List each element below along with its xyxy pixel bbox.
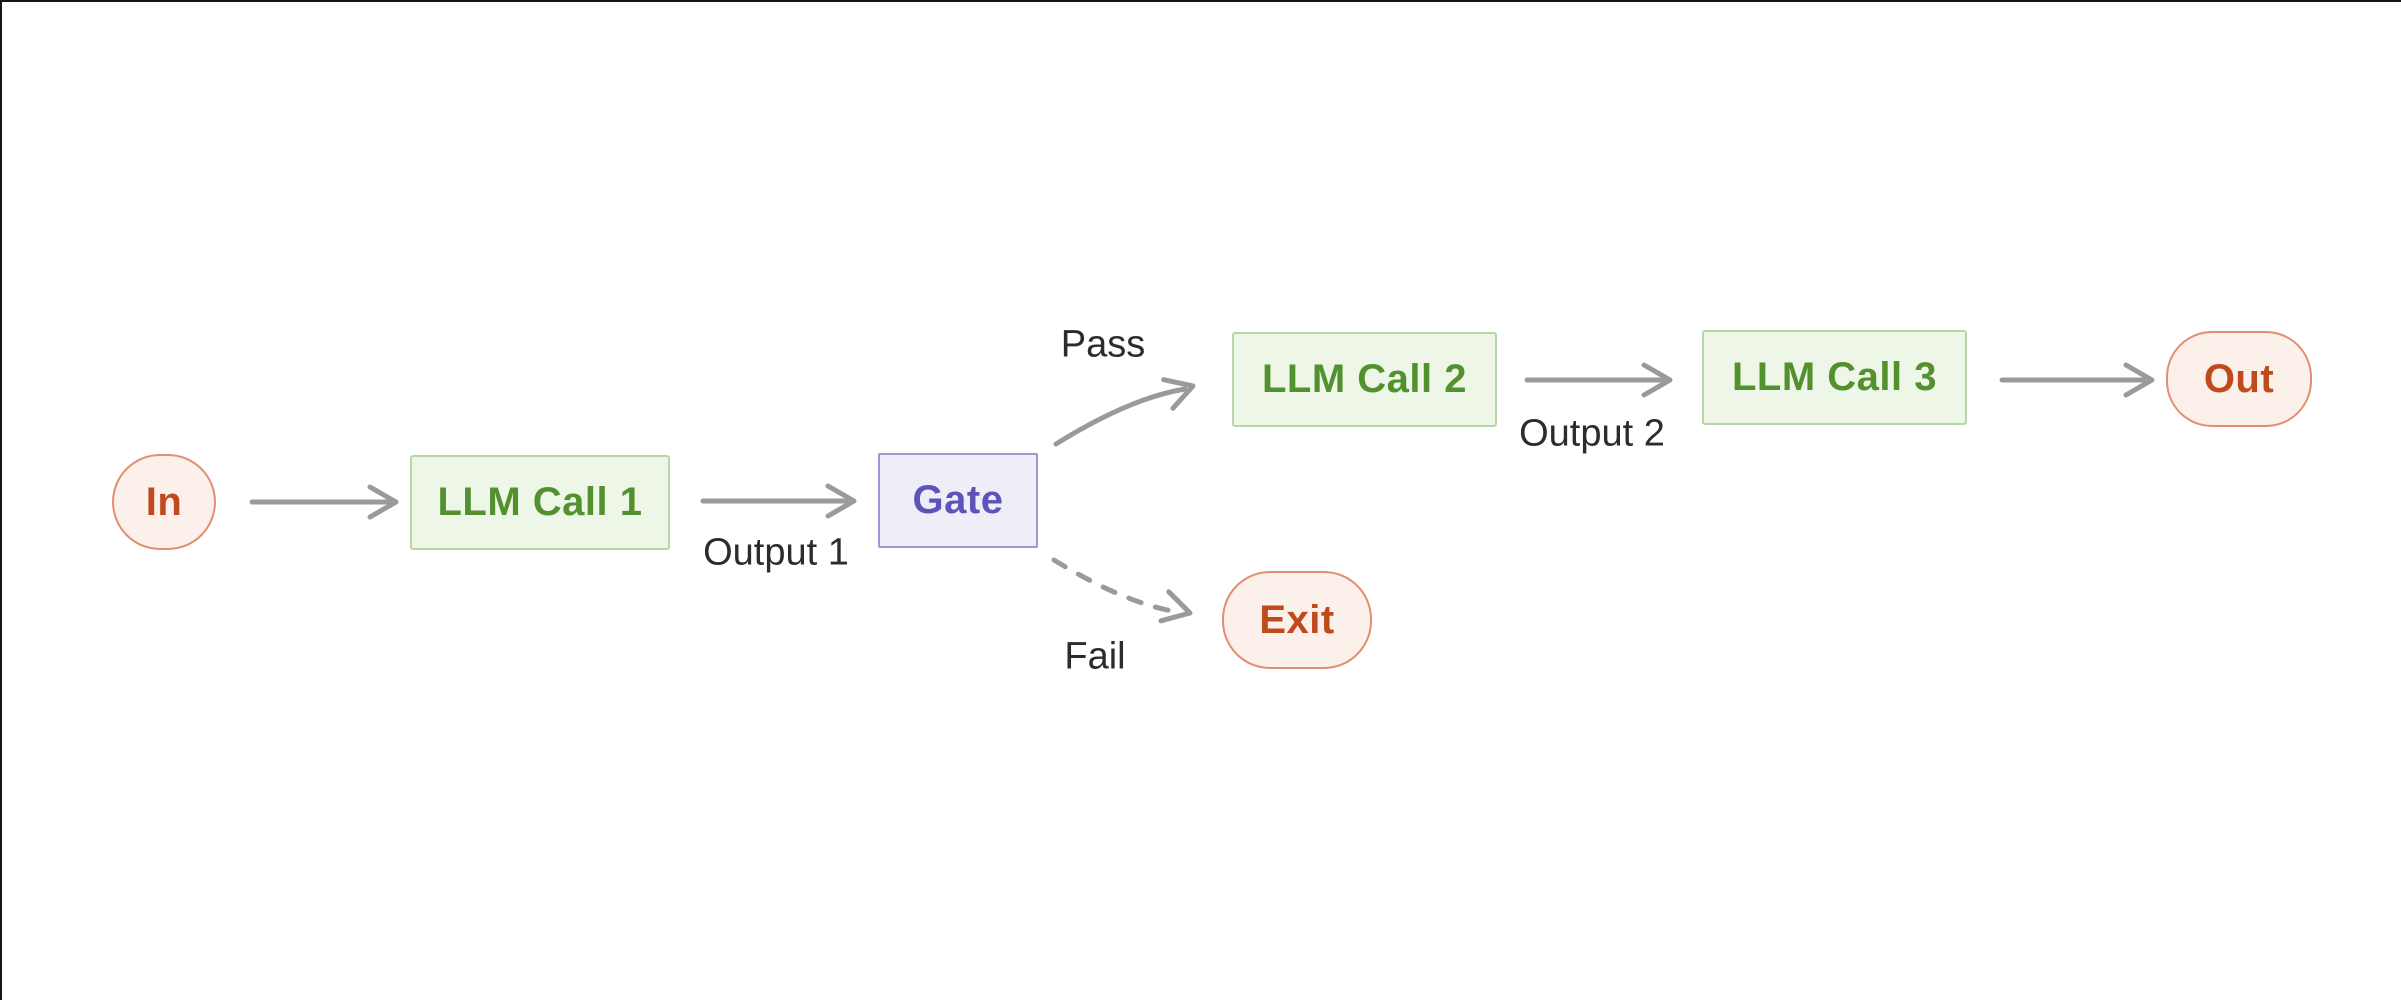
node-llm-call-3: LLM Call 3 <box>1702 330 1967 425</box>
arrowhead-icon <box>1161 377 1196 411</box>
node-llm-call-2-label: LLM Call 2 <box>1261 357 1468 401</box>
node-exit-label: Exit <box>1259 597 1335 642</box>
arrowhead-icon <box>1158 589 1193 624</box>
edge-label-fail: Fail <box>1064 635 1126 678</box>
node-in-label: In <box>145 479 183 524</box>
node-llm-call-3-label: LLM Call 3 <box>1731 355 1938 399</box>
node-llm-call-1-label: LLM Call 1 <box>437 480 643 524</box>
node-llm-call-2: LLM Call 2 <box>1232 332 1497 427</box>
arrowhead-icon <box>367 484 399 520</box>
edge-label-output-1: Output 1 <box>703 531 849 574</box>
node-out-label: Out <box>2203 356 2275 401</box>
arrow-gate-to-llm2-pass <box>1053 386 1188 447</box>
edge-label-output-2: Output 2 <box>1519 412 1665 455</box>
node-exit: Exit <box>1222 571 1372 669</box>
node-gate-label: Gate <box>912 478 1004 522</box>
arrowhead-icon <box>825 483 857 519</box>
edge-label-pass: Pass <box>1060 323 1146 366</box>
node-out: Out <box>2166 331 2312 427</box>
arrowhead-icon <box>1641 362 1673 398</box>
node-llm-call-1: LLM Call 1 <box>410 455 670 550</box>
node-in: In <box>112 454 216 550</box>
arrow-gate-to-exit-fail <box>1051 557 1181 615</box>
arrowhead-icon <box>2123 362 2155 398</box>
node-gate: Gate <box>878 453 1038 548</box>
